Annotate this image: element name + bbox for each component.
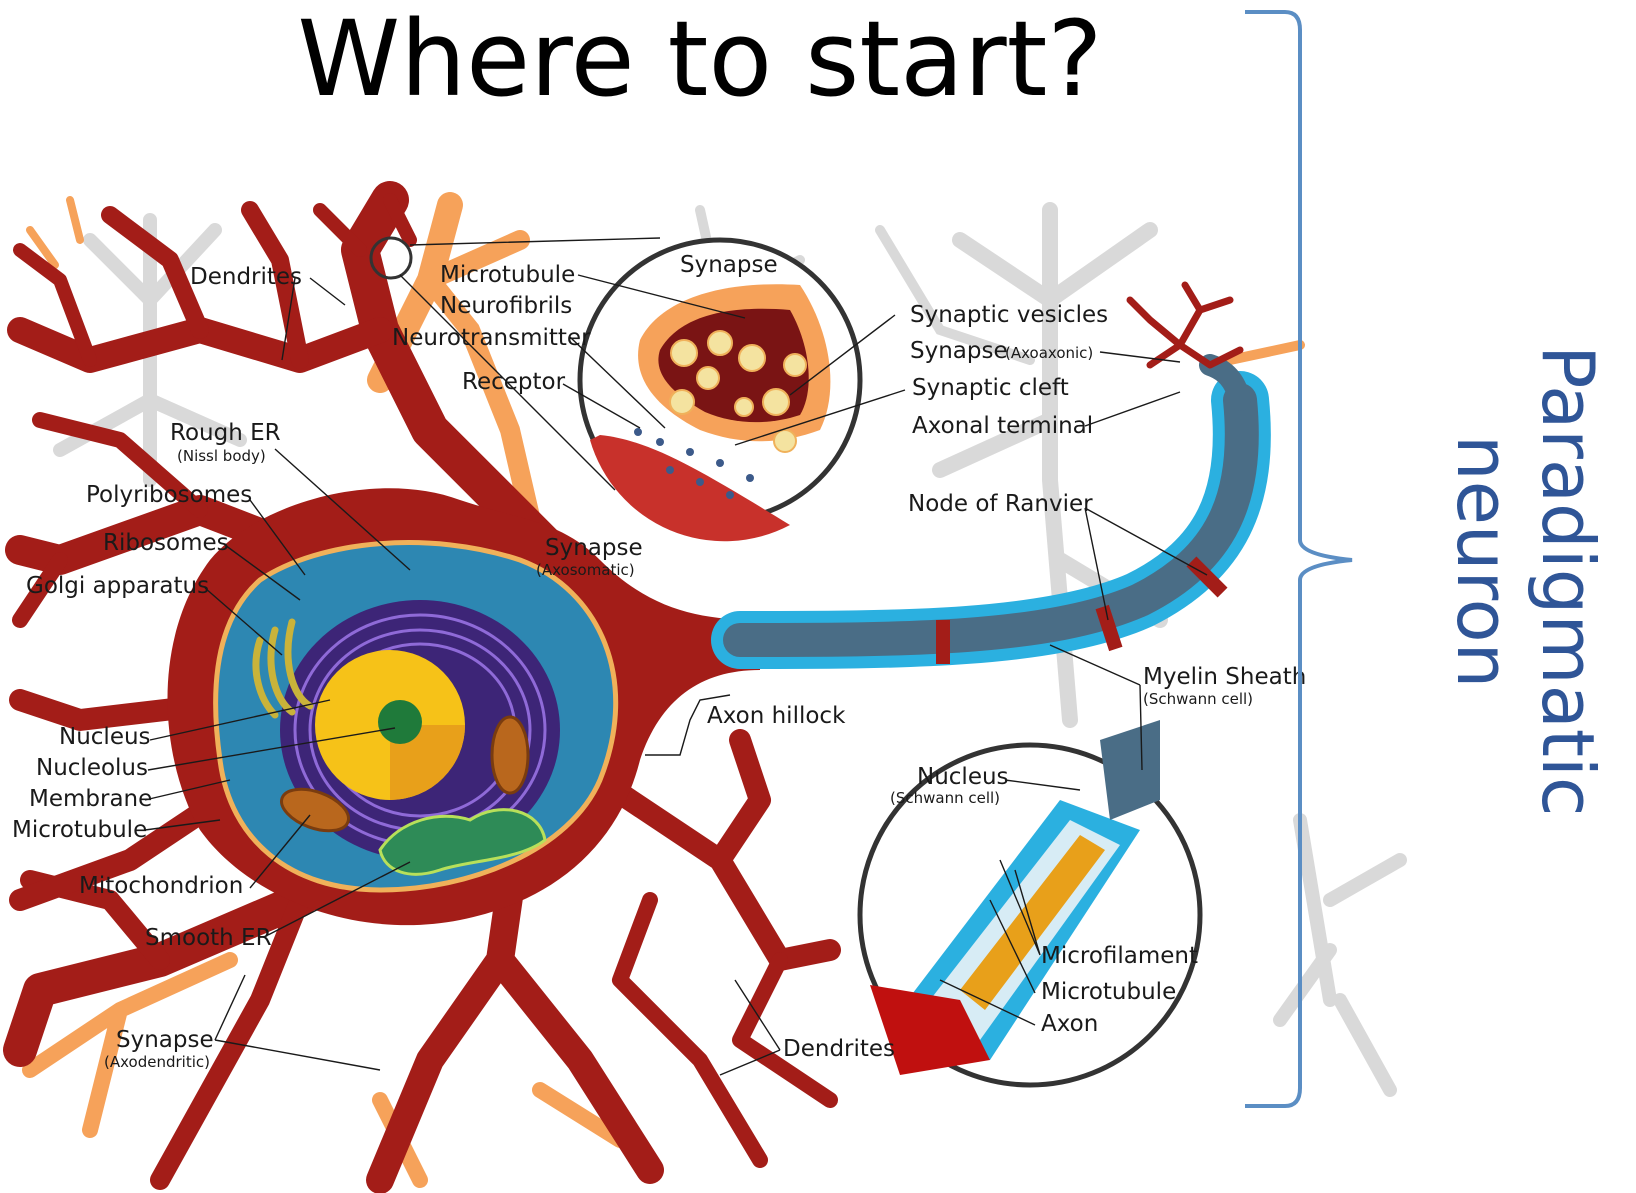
- label-synapse-zoom: Synapse: [680, 252, 778, 278]
- label-neurotransmitter: Neurotransmitter: [392, 325, 591, 351]
- caption-line-2: neuron: [1441, 435, 1525, 688]
- label-synapse-axoaxonic: Synapse: [910, 338, 1008, 364]
- label-myelin-sheath-sub: (Schwann cell): [1143, 690, 1253, 708]
- label-smooth-er: Smooth ER: [145, 925, 272, 951]
- label-nucleus: Nucleus: [59, 724, 151, 750]
- label-neurofibrils: Neurofibrils: [440, 293, 572, 319]
- label-synaptic-cleft: Synaptic cleft: [912, 375, 1069, 401]
- label-nucleus-schwann-sub: (Schwann cell): [890, 789, 1000, 807]
- label-receptor: Receptor: [462, 369, 566, 395]
- label-myelin-sheath: Myelin Sheath: [1143, 664, 1306, 690]
- label-synapse-axodendritic: Synapse: [116, 1027, 214, 1053]
- right-bracket: [1245, 12, 1352, 1106]
- label-membrane: Membrane: [29, 786, 152, 812]
- label-microtubule-zoom: Microtubule: [1041, 979, 1176, 1005]
- label-synaptic-vesicles: Synaptic vesicles: [910, 302, 1108, 328]
- label-rough-er: Rough ER: [170, 420, 281, 446]
- synapse-zoom: [580, 240, 860, 541]
- label-synapse-axosomatic: Synapse: [545, 535, 643, 561]
- label-nucleolus: Nucleolus: [36, 755, 148, 781]
- label-ribosomes: Ribosomes: [103, 530, 229, 556]
- label-microtubule-top: Microtubule: [440, 262, 575, 288]
- label-dendrites-top: Dendrites: [190, 264, 302, 290]
- axonal-terminal: [1130, 285, 1240, 365]
- label-axonal-terminal: Axonal terminal: [912, 413, 1093, 439]
- label-golgi: Golgi apparatus: [26, 573, 209, 599]
- label-synapse-axodendritic-sub: (Axodendritic): [104, 1053, 210, 1071]
- side-caption: Paradigmatic neuron: [1430, 345, 1636, 805]
- nucleolus: [378, 700, 422, 744]
- label-axon-hillock: Axon hillock: [707, 703, 846, 729]
- label-dendrites-bottom: Dendrites: [783, 1036, 895, 1062]
- label-microfilament: Microfilament: [1041, 943, 1198, 969]
- caption-line-1: Paradigmatic: [1526, 345, 1610, 817]
- axon-zoom: [860, 720, 1200, 1085]
- label-polyribosomes: Polyribosomes: [86, 482, 252, 508]
- label-node-of-ranvier: Node of Ranvier: [908, 491, 1093, 517]
- label-microtubule-left: Microtubule: [12, 817, 147, 843]
- label-nucleus-schwann: Nucleus: [917, 764, 1009, 790]
- label-rough-er-sub: (Nissl body): [177, 447, 266, 465]
- label-synapse-axoaxonic-sub: (Axoaxonic): [1005, 344, 1093, 362]
- label-synapse-axosomatic-sub: (Axosomatic): [536, 561, 635, 579]
- label-mitochondrion: Mitochondrion: [79, 873, 243, 899]
- label-axon: Axon: [1041, 1011, 1098, 1037]
